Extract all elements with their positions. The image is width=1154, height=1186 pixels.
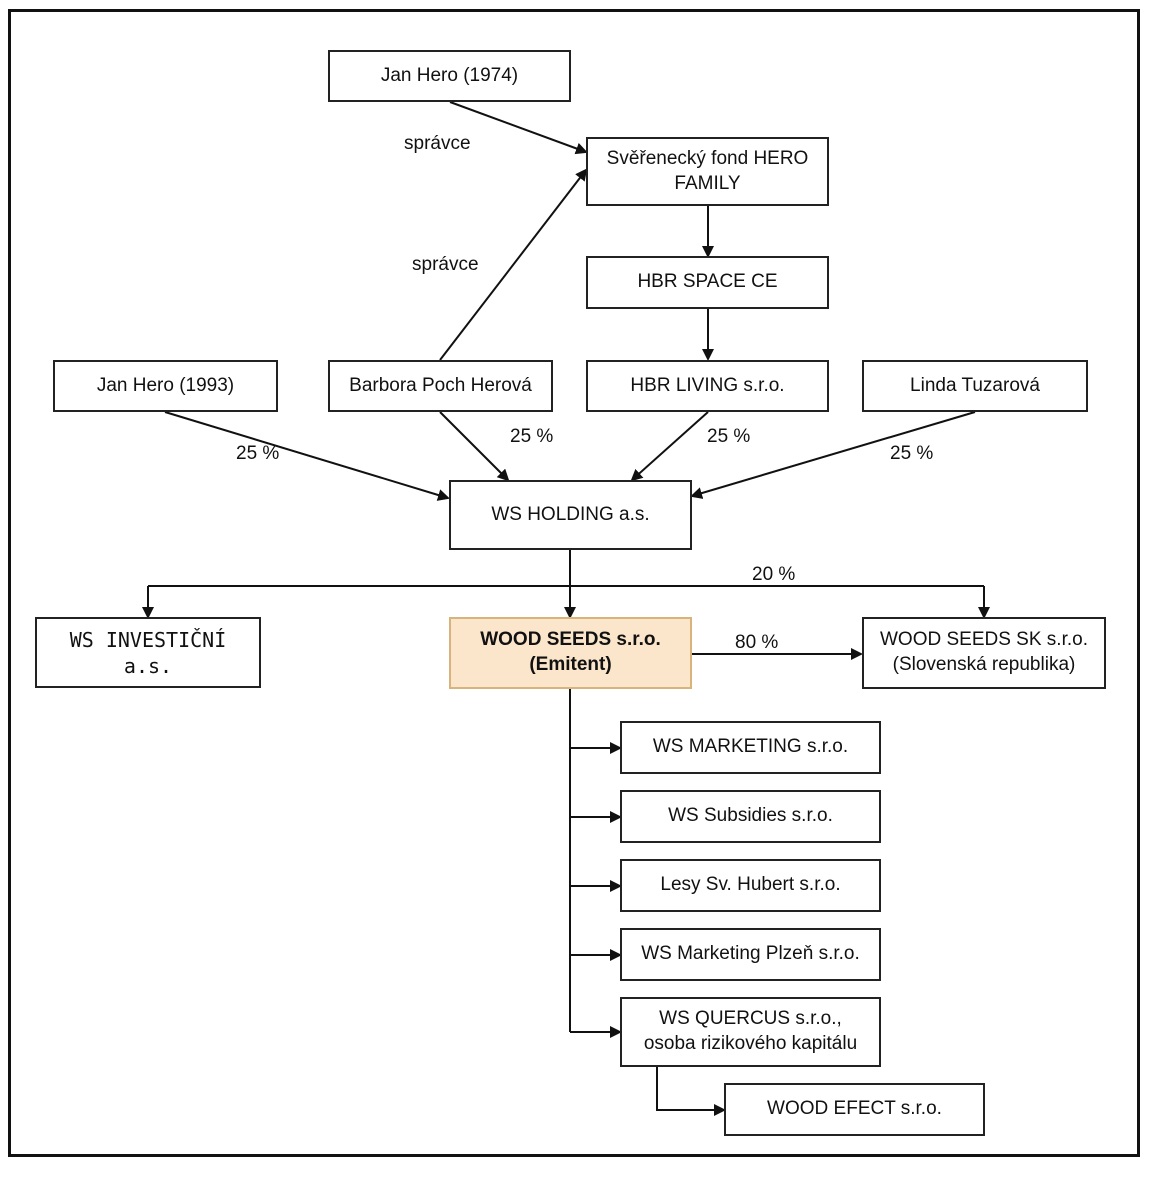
node-wood-seeds-emitent: WOOD SEEDS s.r.o. (Emitent) bbox=[449, 617, 692, 689]
edge-quercus-efect bbox=[656, 1067, 726, 1116]
node-ws-quercus: WS QUERCUS s.r.o., osoba rizikového kapi… bbox=[620, 997, 881, 1067]
node-jan-hero-1974: Jan Hero (1974) bbox=[328, 50, 571, 102]
label-pct-linda: 25 % bbox=[890, 443, 934, 464]
node-wood-seeds-sk: WOOD SEEDS SK s.r.o. (Slovenská republik… bbox=[862, 617, 1106, 689]
node-hbr-living: HBR LIVING s.r.o. bbox=[586, 360, 829, 412]
node-ws-subsidies: WS Subsidies s.r.o. bbox=[620, 790, 881, 843]
node-lesy-sv-hubert: Lesy Sv. Hubert s.r.o. bbox=[620, 859, 881, 912]
label-pct-sk-holding: 20 % bbox=[752, 564, 796, 585]
node-ws-marketing-plzen: WS Marketing Plzeň s.r.o. bbox=[620, 928, 881, 981]
node-ws-investicni: WS INVESTIČNÍ a.s. bbox=[35, 617, 261, 688]
node-svereneky-fond: Svěřenecký fond HERO FAMILY bbox=[586, 137, 829, 206]
label-spravce-1: správce bbox=[404, 133, 471, 154]
node-linda-tuzarova: Linda Tuzarová bbox=[862, 360, 1088, 412]
node-hbr-space-ce: HBR SPACE CE bbox=[586, 256, 829, 309]
edge-hbrliving-holding bbox=[630, 411, 709, 482]
node-wood-efect: WOOD EFECT s.r.o. bbox=[724, 1083, 985, 1136]
label-pct-sk-emitent: 80 % bbox=[735, 632, 779, 653]
node-jan-hero-1993: Jan Hero (1993) bbox=[53, 360, 278, 412]
edge-linda-holding bbox=[690, 411, 976, 499]
label-pct-jan1993: 25 % bbox=[236, 443, 280, 464]
node-ws-holding: WS HOLDING a.s. bbox=[449, 480, 692, 550]
edge-jan1993-holding bbox=[164, 411, 450, 501]
edge-barbora-holding bbox=[439, 411, 510, 482]
node-barbora-poch-herova: Barbora Poch Herová bbox=[328, 360, 553, 412]
label-spravce-2: správce bbox=[412, 254, 479, 275]
node-ws-marketing: WS MARKETING s.r.o. bbox=[620, 721, 881, 774]
edge-barbora-fund bbox=[439, 168, 588, 361]
label-pct-hbr-living: 25 % bbox=[707, 426, 751, 447]
diagram-frame bbox=[8, 9, 1140, 1157]
label-pct-barbora: 25 % bbox=[510, 426, 554, 447]
edge-jan1974-fund bbox=[449, 101, 588, 155]
